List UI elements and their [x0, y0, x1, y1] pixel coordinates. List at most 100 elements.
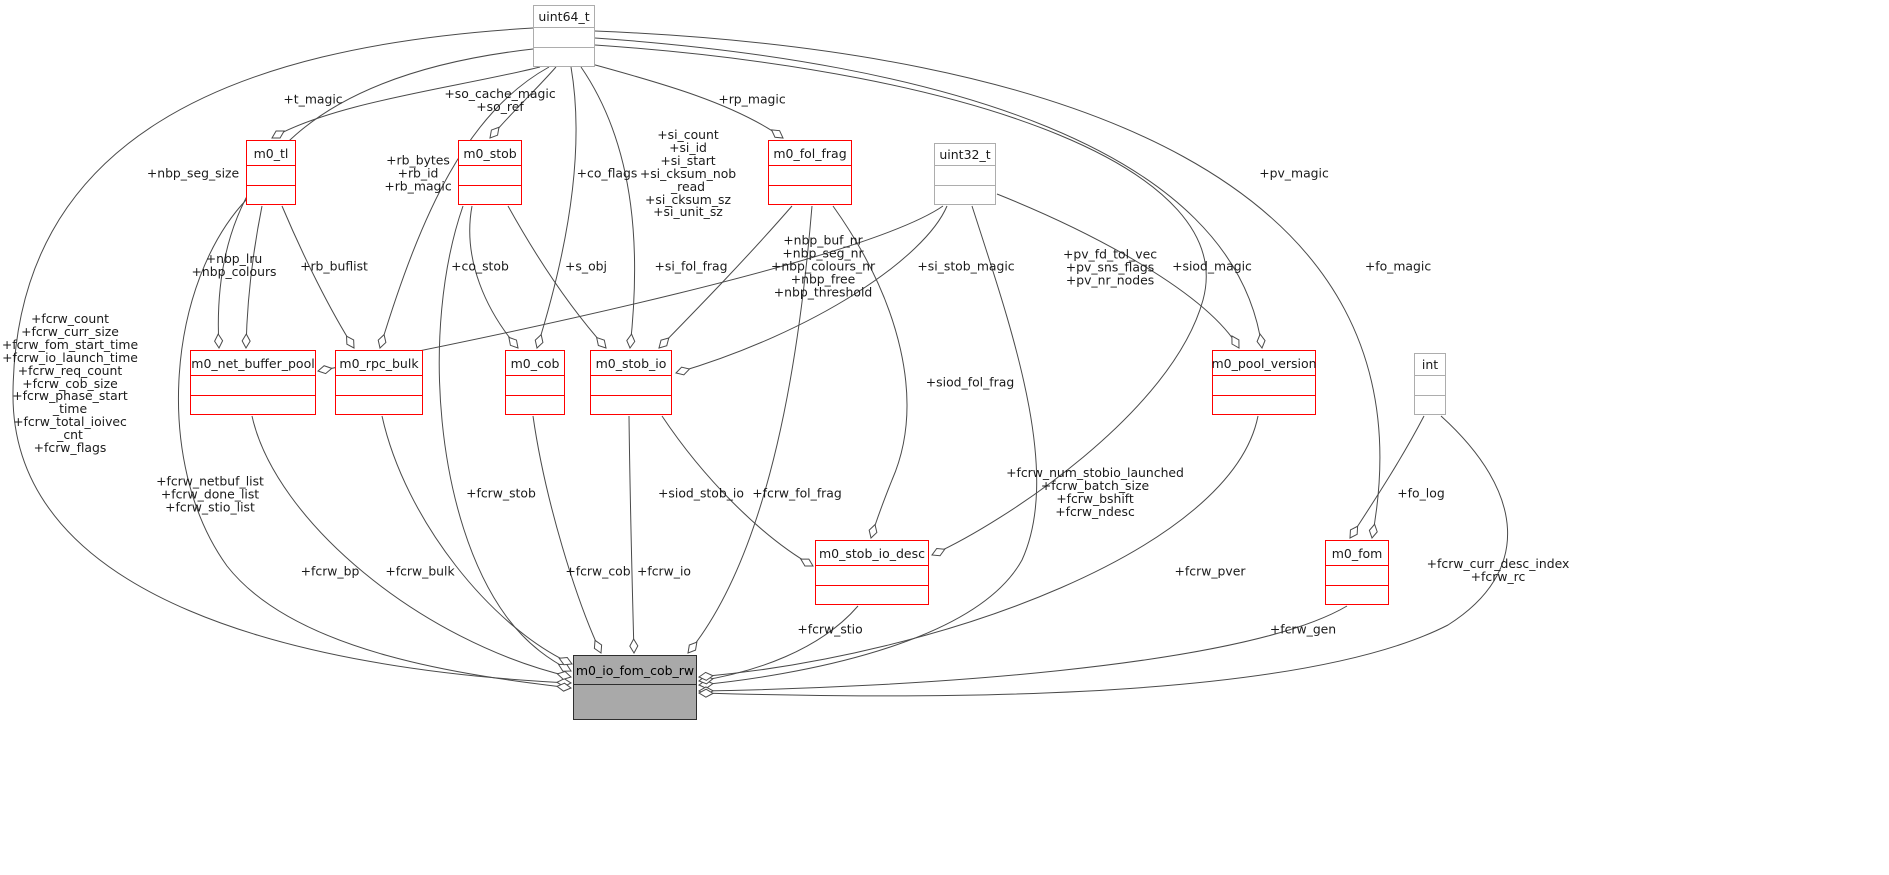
edge-label-fcrw-fol-frag: +fcrw_fol_frag	[752, 485, 842, 501]
class-title: m0_stob_io_desc	[819, 545, 926, 561]
class-title: uint32_t	[939, 147, 991, 162]
edge-label-fcrw-lists: +fcrw_netbuf_list +fcrw_done_list +fcrw_…	[156, 473, 264, 515]
class-compartment	[769, 165, 851, 185]
class-node-m0-fom[interactable]: m0_fom	[1325, 540, 1389, 605]
edge-label-nbp-counts: +nbp_buf_nr +nbp_seg_nr +nbp_colours_nr …	[770, 232, 876, 300]
class-compartment	[574, 684, 696, 719]
class-title: m0_fom	[1331, 545, 1383, 561]
class-node-m0-stob-io[interactable]: m0_stob_io	[590, 350, 672, 415]
edge-label-si-fields: +si_count +si_id +si_start +si_cksum_nob…	[639, 126, 737, 220]
class-node-m0-tl[interactable]: m0_tl	[246, 140, 296, 205]
class-title: int	[1421, 357, 1439, 372]
class-title: m0_pool_version	[1211, 355, 1317, 371]
edge-label-fcrw-curr-desc: +fcrw_curr_desc_index +fcrw_rc	[1426, 556, 1570, 584]
edge-label-siod-stob-io: +siod_stob_io	[658, 485, 744, 501]
edge-si-fol-frag	[658, 205, 793, 349]
edge-label-t-magic: +t_magic	[283, 91, 343, 107]
class-title: m0_fol_frag	[773, 145, 847, 161]
class-compartment	[506, 394, 564, 415]
edge-label-co-stob: +co_stob	[451, 258, 509, 274]
edge-fcrw-stio	[698, 605, 859, 685]
edge-label-fo-magic: +fo_magic	[1364, 258, 1432, 274]
class-compartment	[1326, 565, 1388, 585]
class-compartment	[769, 184, 851, 205]
class-compartment	[591, 394, 671, 415]
edge-fo-log	[1349, 415, 1425, 539]
edge-so-cache-magic	[489, 66, 557, 139]
class-node-int[interactable]: int	[1414, 353, 1446, 415]
class-compartment	[459, 165, 521, 185]
class-node-m0-pool-version[interactable]: m0_pool_version	[1211, 350, 1317, 415]
class-compartment	[591, 375, 671, 395]
edge-label-nbp-lru: +nbp_lru +nbp_colours	[191, 251, 277, 279]
edge-label-fcrw-pver: +fcrw_pver	[1174, 563, 1246, 579]
class-compartment	[336, 375, 422, 395]
edge-nbp-seg-size	[214, 48, 534, 350]
class-title: m0_net_buffer_pool	[191, 355, 315, 371]
edge-label-siod-magic: +siod_magic	[1172, 258, 1252, 274]
edge-fcrw-lists	[178, 198, 573, 692]
class-node-uint32-t[interactable]: uint32_t	[934, 143, 996, 205]
class-node-m0-io-fom-cob-rw[interactable]: m0_io_fom_cob_rw	[573, 655, 697, 720]
edge-fcrw-fol-frag	[687, 205, 813, 654]
edge-label-fcrw-bp: +fcrw_bp	[300, 563, 360, 579]
class-node-m0-stob-io-desc[interactable]: m0_stob_io_desc	[815, 540, 929, 605]
class-title: m0_stob_io	[595, 355, 667, 371]
class-node-m0-rpc-bulk[interactable]: m0_rpc_bulk	[335, 350, 423, 415]
edge-fcrw-bp	[251, 415, 572, 680]
class-title: uint64_t	[538, 9, 590, 24]
edge-siod-stob-io	[661, 415, 814, 567]
edge-rb-buflist	[281, 205, 355, 349]
edge-label-fcrw-cob: +fcrw_cob	[565, 563, 631, 579]
class-compartment	[191, 375, 315, 395]
edge-label-siod-fol-frag: +siod_fol_frag	[925, 374, 1015, 390]
class-compartment	[534, 27, 594, 47]
edge-label-rb-buflist: +rb_buflist	[300, 258, 368, 274]
class-compartment	[1415, 375, 1445, 395]
class-node-m0-cob[interactable]: m0_cob	[505, 350, 565, 415]
edge-label-fo-log: +fo_log	[1397, 485, 1445, 501]
edge-fcrw-io	[628, 415, 639, 655]
edge-fcrw-bulk	[381, 415, 573, 666]
edge-rp-magic	[587, 62, 784, 139]
class-compartment	[816, 565, 928, 585]
edge-fcrw-counters	[12, 27, 573, 688]
edge-label-fcrw-gen: +fcrw_gen	[1269, 621, 1337, 637]
class-compartment	[1326, 584, 1388, 605]
edge-rb-fields	[377, 66, 550, 349]
edge-label-co-flags: +co_flags	[576, 165, 638, 181]
class-title: m0_cob	[510, 355, 560, 371]
class-node-m0-fol-frag[interactable]: m0_fol_frag	[768, 140, 852, 205]
edge-fcrw-num-stobio	[697, 205, 1038, 689]
class-compartment	[534, 46, 594, 67]
edge-pv-magic	[594, 37, 1266, 349]
edge-label-s-obj: +s_obj	[565, 258, 607, 274]
edge-si-stob-magic	[675, 205, 948, 376]
class-compartment	[247, 184, 295, 205]
edge-label-fcrw-bulk: +fcrw_bulk	[385, 563, 455, 579]
edge-nbp-lru	[241, 205, 263, 350]
class-node-uint64-t[interactable]: uint64_t	[533, 5, 595, 67]
edge-fcrw-curr-desc	[697, 415, 1508, 698]
edge-siod-magic	[594, 44, 1207, 557]
edge-si-fields	[580, 66, 636, 350]
edge-label-fcrw-stob: +fcrw_stob	[466, 485, 536, 501]
edge-t-magic	[271, 66, 541, 139]
edge-s-obj	[507, 205, 607, 349]
class-title: m0_tl	[253, 145, 289, 161]
class-node-m0-stob[interactable]: m0_stob	[458, 140, 522, 205]
class-compartment	[336, 394, 422, 415]
edge-fcrw-stob	[438, 205, 572, 672]
edge-label-pv-vec: +pv_fd_tol_vec +pv_sns_flags +pv_nr_node…	[1062, 246, 1158, 288]
edge-co-stob	[469, 205, 519, 349]
edge-label-fcrw-counters: +fcrw_count +fcrw_curr_size +fcrw_fom_st…	[1, 311, 139, 456]
class-compartment	[191, 394, 315, 415]
class-title: m0_rpc_bulk	[339, 355, 419, 371]
edge-label-rp-magic: +rp_magic	[718, 91, 786, 107]
class-title: m0_io_fom_cob_rw	[575, 662, 695, 678]
class-compartment	[935, 184, 995, 205]
class-node-m0-net-buffer-pool[interactable]: m0_net_buffer_pool	[190, 350, 316, 415]
class-compartment	[1213, 375, 1315, 395]
